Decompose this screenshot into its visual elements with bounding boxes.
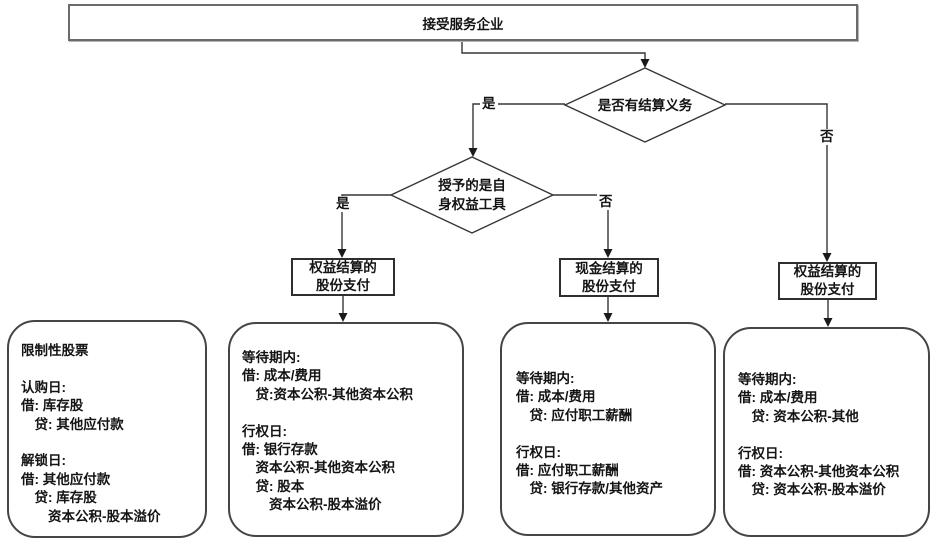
decision-grants-own-equity-line1: 授予的是自 xyxy=(438,178,506,193)
entry-line: 贷:资本公积-其他资本公积 xyxy=(242,386,413,402)
node-cash-settled: 现金结算的 股份支付 xyxy=(559,258,659,297)
entry-line: 借: 库存股 xyxy=(21,398,84,414)
entry-line xyxy=(242,404,456,422)
label-yes-decision1: 是 xyxy=(480,96,498,112)
entry-line: 贷: 股本 xyxy=(242,478,305,494)
edge-decision1-yes xyxy=(472,103,565,148)
decision-grants-own-equity-line2: 身权益工具 xyxy=(438,197,506,212)
entry-line: 贷: 银行存款/其他资产 xyxy=(516,481,663,497)
edge-decision2-yes xyxy=(341,194,391,249)
entry-line: 行权日: xyxy=(516,444,561,460)
decision-has-settlement-obligation-label: 是否有结算义务 xyxy=(597,97,693,113)
entry-line: 等待期内: xyxy=(516,371,575,386)
entry-line: 资本公积-股本溢价 xyxy=(242,497,382,513)
entry-line: 贷: 其他应付款 xyxy=(21,416,124,432)
node-equity-settled-right: 权益结算的 股份支付 xyxy=(778,262,877,300)
edge-decision1-no xyxy=(725,103,828,253)
node-equity-settled-left: 权益结算的 股份支付 xyxy=(291,258,395,296)
decision-grants-own-equity-shape xyxy=(389,156,555,234)
node-cash-settled-line1: 现金结算的 xyxy=(575,260,643,276)
decision-grants-own-equity-label: 授予的是自 身权益工具 xyxy=(392,157,552,233)
node-receiving-service-enterprise: 接受服务企业 xyxy=(68,4,858,41)
entry-line xyxy=(738,426,924,444)
entry-line: 限制性股票 xyxy=(21,343,89,358)
entry-line: 借: 成本/费用 xyxy=(242,368,322,384)
entry-line: 认购日: xyxy=(21,379,66,395)
entry-line xyxy=(21,434,197,452)
entry-line xyxy=(21,360,197,378)
node-equity-settled-left-line2: 股份支付 xyxy=(316,278,370,293)
card-cash-settled-entries: 等待期内: 借: 成本/费用 贷: 应付职工薪酬 行权日: 借: 应付职工薪酬 … xyxy=(500,322,716,536)
card-restricted-stock: 限制性股票 认购日: 借: 库存股 贷: 其他应付款 解锁日: 借: 其他应付款… xyxy=(7,320,207,538)
card-equity-settled-no-obligation-entries: 等待期内: 借: 成本/费用 贷: 资本公积-其他 行权日: 借: 资本公积-其… xyxy=(723,327,930,537)
entry-line xyxy=(516,425,708,443)
entry-line: 等待期内: xyxy=(738,372,797,387)
label-no-decision1: 否 xyxy=(818,129,836,145)
label-yes-decision2: 是 xyxy=(334,196,352,212)
node-equity-settled-right-line1: 权益结算的 xyxy=(793,264,862,279)
entry-line: 资本公积-股本溢价 xyxy=(21,508,161,524)
entry-line: 等待期内: xyxy=(242,350,301,365)
entry-line: 借: 银行存款 xyxy=(242,442,318,458)
edge-root-to-decision1 xyxy=(461,41,646,59)
entry-line: 行权日: xyxy=(242,423,287,439)
entry-line: 资本公积-其他资本公积 xyxy=(242,460,395,476)
entry-line: 贷: 应付职工薪酬 xyxy=(516,407,633,423)
entry-line: 借: 其他应付款 xyxy=(21,471,111,487)
label-no-decision2: 否 xyxy=(597,194,615,210)
node-cash-settled-line2: 股份支付 xyxy=(582,278,636,294)
entry-line: 贷: 资本公积-股本溢价 xyxy=(738,482,886,498)
entry-line: 解锁日: xyxy=(21,453,66,469)
node-equity-settled-left-line1: 权益结算的 xyxy=(309,260,377,275)
entry-line: 贷: 资本公积-其他 xyxy=(738,408,859,424)
arrowheads xyxy=(337,59,833,327)
entry-line: 借: 成本/费用 xyxy=(516,389,596,405)
decision-has-settlement-obligation-shape xyxy=(563,67,727,143)
node-equity-settled-right-line2: 股份支付 xyxy=(800,282,855,297)
entry-line: 贷: 库存股 xyxy=(21,490,97,506)
entry-line: 借: 资本公积-其他资本公积 xyxy=(738,464,900,480)
card-equity-settled-entries: 等待期内: 借: 成本/费用 贷:资本公积-其他资本公积 行权日: 借: 银行存… xyxy=(228,322,464,537)
entry-line: 行权日: xyxy=(738,445,783,461)
entry-line: 借: 成本/费用 xyxy=(738,390,818,406)
entry-line: 借: 应付职工薪酬 xyxy=(516,463,619,479)
